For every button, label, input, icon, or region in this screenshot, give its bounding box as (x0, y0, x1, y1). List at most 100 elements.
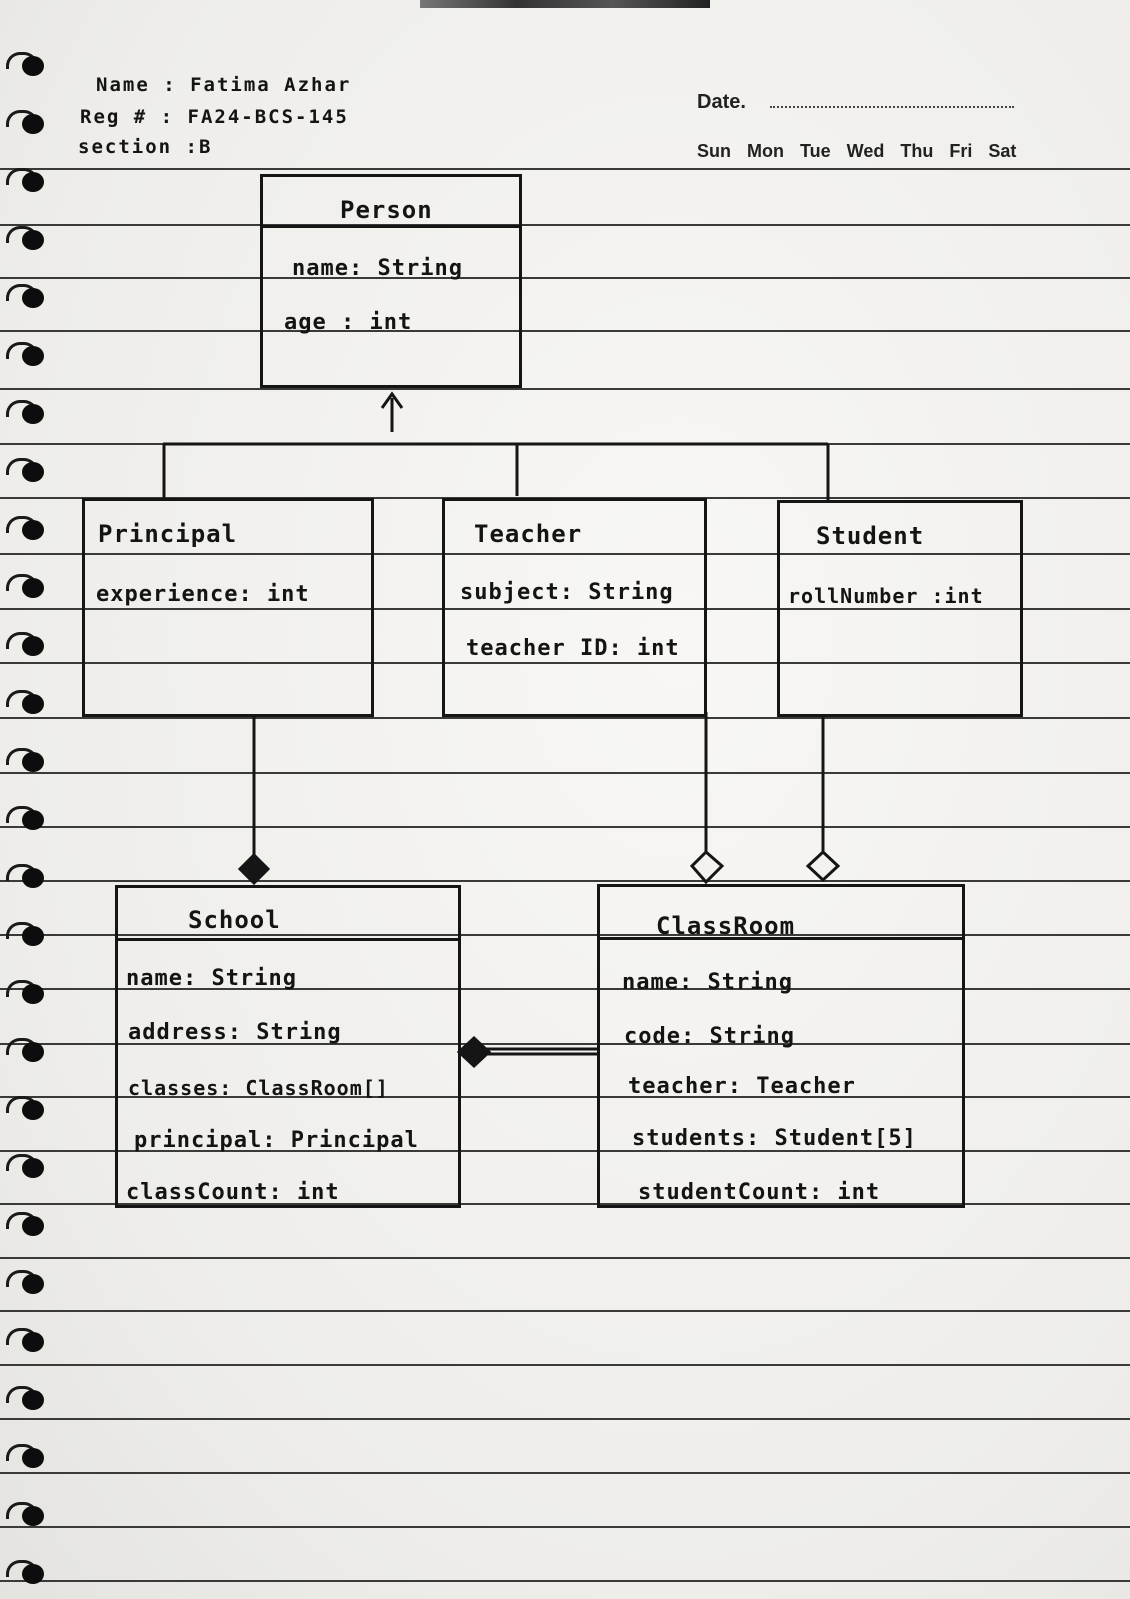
class-divider (600, 937, 962, 940)
ruled-line (0, 1043, 1130, 1045)
spiral-ring (6, 458, 48, 484)
section: section :B (78, 136, 213, 158)
spiral-ring (6, 1328, 48, 1354)
spiral-ring (6, 110, 48, 136)
class-school-attribute: name: String (126, 966, 297, 991)
ruled-line (0, 1310, 1130, 1312)
ruled-line (0, 553, 1130, 555)
class-divider (263, 225, 519, 228)
weekday: Fri (949, 141, 973, 161)
date-fill-line (770, 106, 1014, 108)
class-person-attribute: name: String (292, 256, 463, 281)
reg-value: FA24-BCS-145 (187, 106, 349, 128)
weekday-row: Sun Mon Tue Wed Thu Fri Sat (697, 141, 1043, 162)
class-teacher-attribute: subject: String (460, 580, 674, 605)
class-divider (118, 938, 458, 941)
section-label: section (78, 136, 173, 158)
reg-number: Reg # : FA24-BCS-145 (80, 106, 349, 128)
page-top-edge (420, 0, 710, 8)
name-value: Fatima Azhar (190, 74, 352, 96)
ruled-line (0, 662, 1130, 664)
spiral-ring (6, 1560, 48, 1586)
class-school-attribute: classCount: int (126, 1180, 340, 1205)
class-teacher-attribute: teacher ID: int (466, 636, 680, 661)
ruled-line (0, 168, 1130, 170)
spiral-ring (6, 1096, 48, 1122)
spiral-ring (6, 1154, 48, 1180)
ruled-line (0, 934, 1130, 936)
class-classroom-attribute: studentCount: int (638, 1180, 881, 1205)
class-person (260, 174, 522, 388)
class-classroom-attribute: students: Student[5] (632, 1126, 917, 1151)
ruled-line (0, 1472, 1130, 1474)
student-name: Name : Fatima Azhar (96, 74, 352, 96)
spiral-ring (6, 864, 48, 890)
class-teacher-title: Teacher (474, 520, 583, 548)
spiral-binding (0, 0, 60, 1599)
ruled-line (0, 880, 1130, 882)
spiral-ring (6, 1038, 48, 1064)
weekday: Tue (799, 141, 831, 161)
weekday: Thu (900, 141, 934, 161)
class-school-attribute: address: String (128, 1020, 342, 1045)
class-school-title: School (188, 906, 281, 934)
spiral-ring (6, 284, 48, 310)
spiral-ring (6, 980, 48, 1006)
ruled-line (0, 1526, 1130, 1528)
ruled-line (0, 1150, 1130, 1152)
class-school-attribute: classes: ClassRoom[] (128, 1076, 389, 1100)
ruled-line (0, 330, 1130, 332)
ruled-line (0, 388, 1130, 390)
class-student (777, 500, 1023, 717)
aggregation-diamond-student (805, 849, 841, 883)
spiral-ring (6, 1502, 48, 1528)
class-classroom (597, 884, 965, 1208)
class-student-title: Student (816, 522, 925, 550)
ruled-line (0, 1418, 1130, 1420)
ruled-line (0, 1203, 1130, 1205)
spiral-ring (6, 1386, 48, 1412)
spiral-ring (6, 1444, 48, 1470)
spiral-ring (6, 1270, 48, 1296)
spiral-ring (6, 690, 48, 716)
class-student-attribute: rollNumber :int (788, 584, 984, 608)
ruled-line (0, 277, 1130, 279)
date-label: Date. (697, 91, 746, 113)
ruled-line (0, 772, 1130, 774)
ruled-line (0, 1257, 1130, 1259)
spiral-ring (6, 632, 48, 658)
spiral-ring (6, 168, 48, 194)
class-school-attribute: principal: Principal (134, 1128, 419, 1153)
ruled-line (0, 1364, 1130, 1366)
ruled-line (0, 1096, 1130, 1098)
ruled-line (0, 717, 1130, 719)
weekday: Wed (846, 141, 885, 161)
section-value: B (198, 136, 213, 158)
class-person-title: Person (340, 196, 433, 224)
spiral-ring (6, 748, 48, 774)
weekday: Mon (747, 141, 784, 161)
spiral-ring (6, 574, 48, 600)
generalization-arrowhead (380, 391, 404, 409)
spiral-ring (6, 1212, 48, 1238)
spiral-ring (6, 806, 48, 832)
ruled-line (0, 1580, 1130, 1582)
class-classroom-title: ClassRoom (656, 912, 796, 940)
spiral-ring (6, 400, 48, 426)
spiral-ring (6, 52, 48, 78)
ruled-line (0, 988, 1130, 990)
class-classroom-attribute: code: String (624, 1024, 795, 1049)
class-classroom-attribute: name: String (622, 970, 793, 995)
composition-diamond-principal (237, 852, 271, 886)
aggregation-diamond-teacher (689, 849, 725, 885)
class-classroom-attribute: teacher: Teacher (628, 1074, 856, 1099)
class-principal (82, 498, 374, 717)
composition-diamond-classroom (456, 1035, 492, 1069)
class-teacher (442, 498, 707, 717)
spiral-ring (6, 226, 48, 252)
ruled-line (0, 826, 1130, 828)
name-label: Name (96, 74, 150, 96)
spiral-ring (6, 516, 48, 542)
